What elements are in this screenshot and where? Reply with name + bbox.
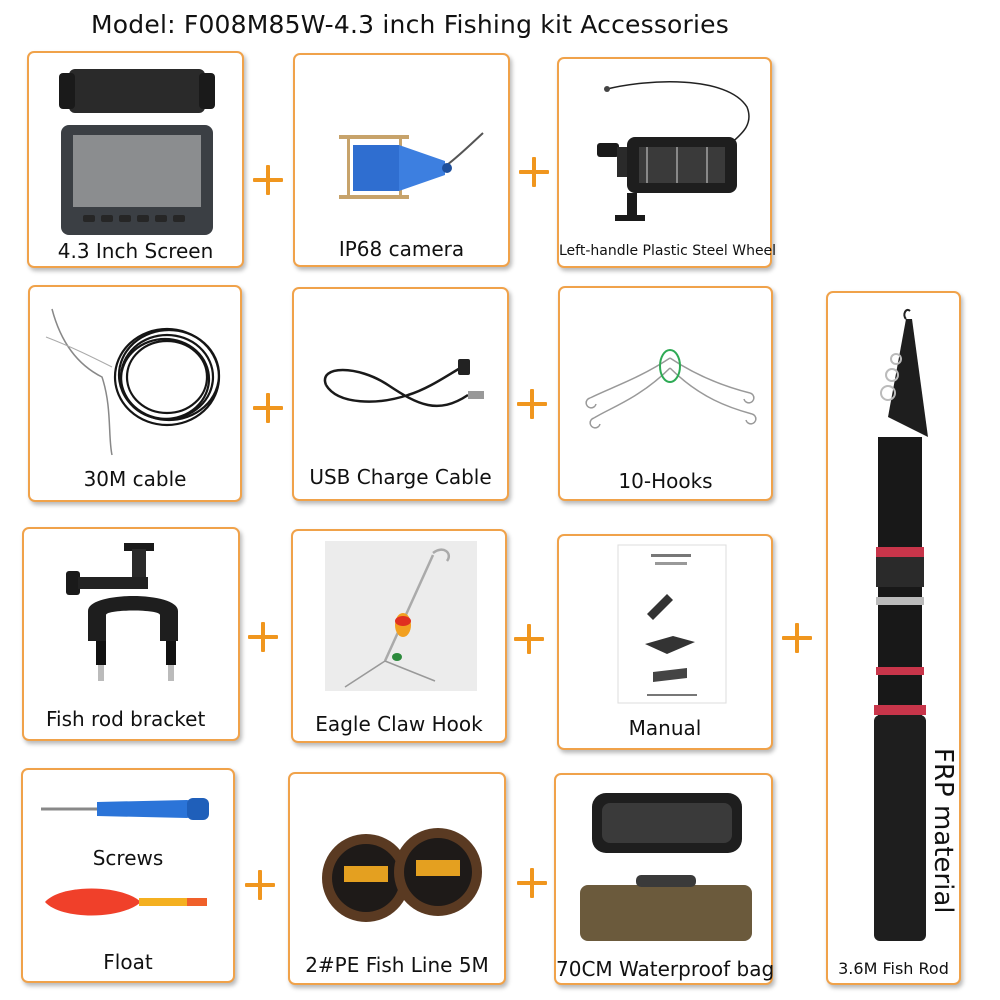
item-card-claw-hook: Eagle Claw Hook [291, 529, 507, 743]
bag-icon [580, 793, 752, 941]
manual-icon [617, 544, 727, 704]
item-label: Fish rod bracket [46, 707, 206, 731]
item-card-manual: Manual [557, 534, 773, 750]
plus-icon [514, 624, 544, 654]
plus-icon [248, 622, 278, 652]
claw-hook-photo [325, 541, 477, 691]
item-card-camera: IP68 camera [293, 53, 510, 267]
item-label: Float [103, 950, 153, 974]
plus-icon [519, 157, 549, 187]
plus-icon [782, 623, 812, 653]
item-card-hooks: 10-Hooks [558, 286, 773, 501]
item-card-fish-line: 2#PE Fish Line 5M [288, 772, 506, 985]
item-label: IP68 camera [338, 237, 465, 261]
plus-icon [253, 165, 283, 195]
usb-cable-icon [323, 359, 484, 408]
item-card-screws-float: Screws Float [21, 768, 235, 983]
item-label: 4.3 Inch Screen [57, 239, 214, 263]
item-card-screen: 4.3 Inch Screen [27, 51, 244, 268]
page-title: Model: F008M85W-4.3 inch Fishing kit Acc… [91, 10, 729, 39]
fishing-rod-icon [874, 309, 928, 941]
item-card-reel: Left-handle Plastic Steel Wheel [557, 57, 777, 268]
item-label: Manual [628, 716, 702, 740]
item-label: Eagle Claw Hook [315, 712, 483, 736]
fishing-reel-icon [597, 81, 750, 221]
cable-coil-icon [45, 308, 221, 456]
plus-icon [245, 870, 275, 900]
plus-icon [517, 389, 547, 419]
item-label: 2#PE Fish Line 5M [305, 953, 489, 977]
item-label: 10-Hooks [618, 469, 713, 493]
item-label: 70CM Waterproof bag [556, 957, 775, 981]
plus-icon [253, 393, 283, 423]
item-label: Screws [92, 846, 164, 870]
item-card-rod: 3.6M Fish Rod [826, 291, 961, 985]
item-label: 30M cable [83, 467, 187, 491]
bracket-icon [66, 543, 178, 681]
hooks-icon [585, 349, 757, 429]
item-card-bracket: Fish rod bracket [22, 527, 240, 741]
fish-line-spool-icon [322, 828, 482, 922]
screwdriver-icon [41, 798, 209, 820]
claw-hook-icon [344, 548, 450, 688]
rod-material-label: FRP material [928, 748, 958, 914]
camera-icon [339, 132, 484, 199]
item-label: USB Charge Cable [309, 465, 492, 489]
plus-icon [517, 868, 547, 898]
monitor-icon [59, 69, 215, 235]
item-card-bag: 70CM Waterproof bag [554, 773, 775, 985]
item-card-cable: 30M cable [28, 285, 242, 502]
item-label: 3.6M Fish Rod [838, 959, 949, 978]
float-icon [45, 888, 207, 916]
item-card-usb: USB Charge Cable [292, 287, 509, 501]
item-label: Left-handle Plastic Steel Wheel [559, 243, 777, 259]
